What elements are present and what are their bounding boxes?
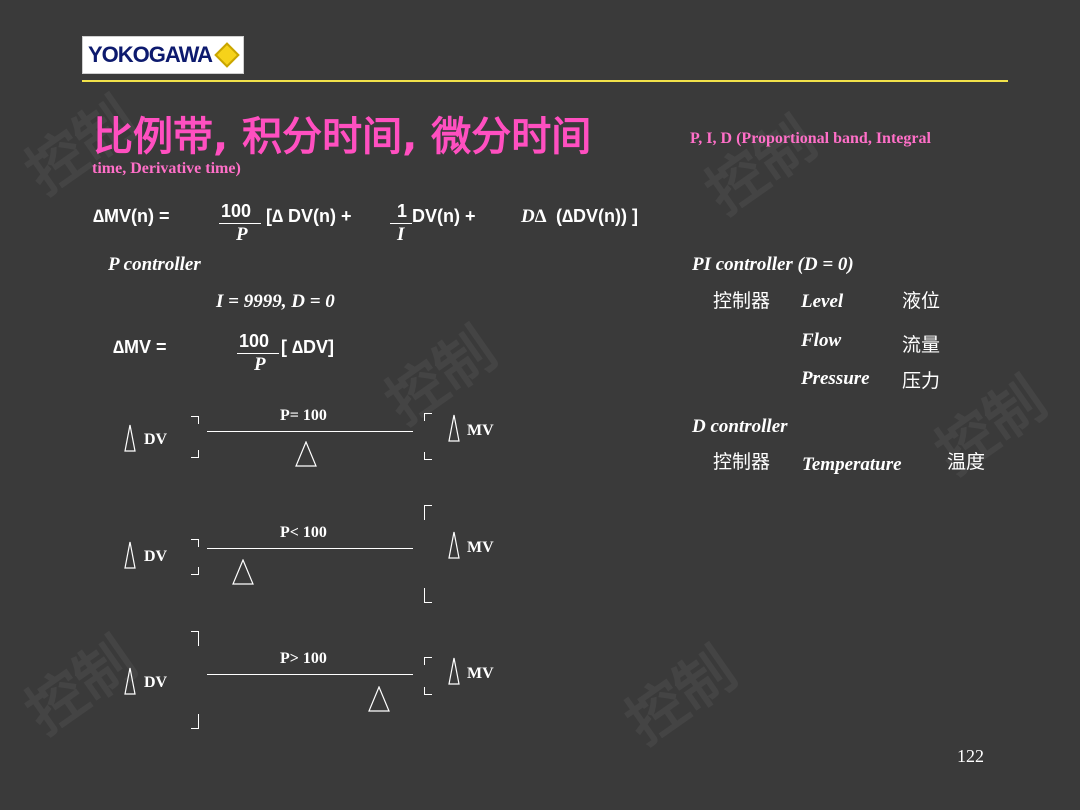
formula-term2: DV(n) + (412, 206, 476, 226)
right-bracket-top (424, 505, 432, 520)
formula-d-symbol: D∆ (521, 206, 547, 227)
right-bracket-bottom (424, 452, 432, 460)
logo-diamond-icon (214, 42, 240, 68)
formula-frac1-den: P (236, 224, 248, 245)
page-subtitle-line2: time, Derivative time) (92, 160, 241, 177)
page-subtitle-line1: P, I, D (Proportional band, Integral (690, 130, 931, 147)
watermark: 控制 (613, 634, 748, 758)
pi-item-en: Pressure (801, 368, 870, 389)
pi-item-cn: 液位 (902, 290, 941, 312)
d-item-cn: 温度 (947, 451, 986, 473)
page-title: 比例带, 积分时间, 微分时间 (93, 114, 592, 160)
pi-controller-cn-label: 控制器 (713, 290, 771, 312)
formula-frac2-bar (390, 223, 412, 224)
p-formula-frac-den: P (254, 354, 266, 375)
p-controller-params: I = 9999, D = 0 (216, 291, 335, 312)
page-number: 122 (957, 746, 984, 766)
p-formula-rhs: [ ∆DV] (281, 337, 335, 357)
left-bracket-bottom (191, 714, 199, 729)
mv-arrow-icon (448, 657, 460, 685)
fulcrum-icon (232, 559, 254, 585)
lever-bar (207, 431, 413, 432)
lever-label: P< 100 (280, 524, 327, 541)
header-rule (82, 80, 1008, 82)
pi-item-en: Level (801, 291, 844, 312)
right-bracket-bottom (424, 588, 432, 603)
mv-label: MV (467, 665, 494, 682)
left-bracket-bottom (191, 450, 199, 458)
logo-text: YOKOGAWA (88, 42, 213, 67)
dv-label: DV (144, 431, 168, 448)
lever-bar (207, 548, 413, 549)
dv-label: DV (144, 674, 168, 691)
formula-term3: (∆DV(n)) ] (556, 206, 638, 226)
p-controller-heading: P controller (108, 254, 201, 275)
left-bracket-top (191, 631, 199, 646)
pi-item-cn: 流量 (902, 334, 941, 356)
watermark: 控制 (373, 314, 508, 438)
lever-bar (207, 674, 413, 675)
right-bracket-top (424, 657, 432, 665)
mv-arrow-icon (448, 531, 460, 559)
d-controller-heading: D controller (692, 416, 788, 437)
formula-lhs: ∆MV(n) = (93, 206, 170, 226)
formula-term1: [∆ DV(n) + (266, 206, 352, 226)
p-formula-frac-num: 100 (239, 331, 270, 351)
right-bracket-top (424, 413, 432, 421)
yokogawa-logo: YOKOGAWA (82, 36, 244, 74)
mv-label: MV (467, 422, 494, 439)
pi-item-en: Flow (801, 330, 842, 351)
formula-frac1-num: 100 (221, 201, 252, 221)
d-item-en: Temperature (802, 454, 902, 475)
formula-frac2-num: 1 (397, 201, 408, 221)
watermark: 控制 (693, 104, 828, 228)
dv-arrow-icon (124, 667, 136, 695)
mv-arrow-icon (448, 414, 460, 442)
dv-label: DV (144, 548, 168, 565)
p-formula-frac-bar (237, 353, 279, 354)
d-controller-cn-label: 控制器 (713, 451, 771, 473)
lever-label: P= 100 (280, 407, 327, 424)
formula-frac2-den: I (397, 224, 405, 245)
dv-arrow-icon (124, 424, 136, 452)
formula-frac1-bar (219, 223, 261, 224)
left-bracket-bottom (191, 567, 199, 575)
lever-label: P> 100 (280, 650, 327, 667)
right-bracket-bottom (424, 687, 432, 695)
left-bracket-top (191, 539, 199, 547)
left-bracket-top (191, 416, 199, 424)
fulcrum-icon (295, 441, 317, 467)
p-formula-lhs: ∆MV = (113, 337, 167, 357)
mv-label: MV (467, 539, 494, 556)
dv-arrow-icon (124, 541, 136, 569)
pi-controller-heading: PI controller (D = 0) (692, 254, 854, 275)
pi-item-cn: 压力 (902, 370, 941, 392)
fulcrum-icon (368, 686, 390, 712)
